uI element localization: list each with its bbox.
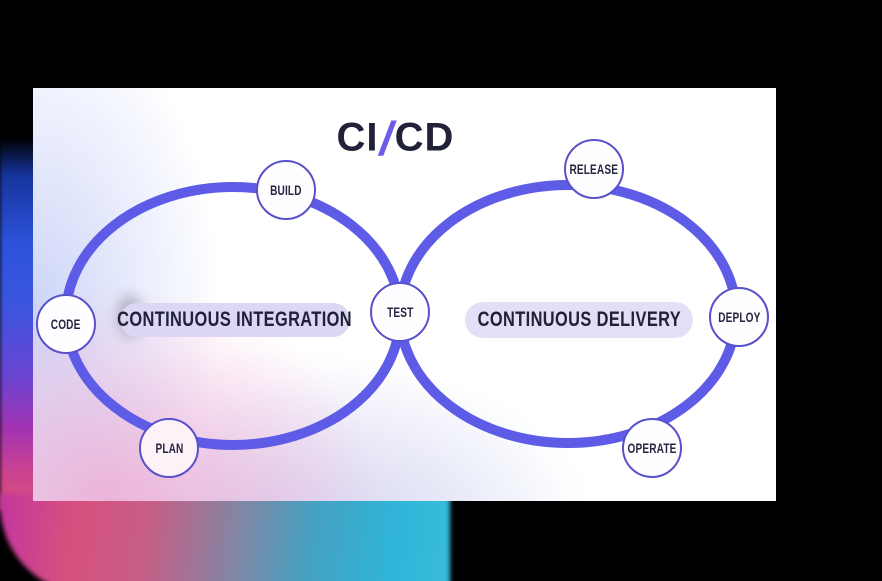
- node-test: TEST: [370, 282, 430, 342]
- node-test-label: TEST: [386, 304, 414, 320]
- node-code: CODE: [36, 294, 96, 354]
- pill-continuous-integration: CONTINUOUS INTEGRATION: [117, 303, 353, 337]
- node-plan: PLAN: [139, 418, 199, 478]
- title-slash: /: [379, 113, 394, 166]
- node-deploy-label: DEPLOY: [717, 309, 761, 325]
- pill-continuous-delivery: CONTINUOUS DELIVERY: [465, 302, 693, 338]
- continuous-delivery-label: CONTINUOUS DELIVERY: [477, 308, 681, 331]
- diagram-card: CI/CD CONTINUOUS INTEGRATION CONTINUOUS …: [33, 88, 776, 501]
- node-plan-label: PLAN: [154, 440, 184, 456]
- title-ci: CI: [336, 115, 379, 160]
- cicd-title: CI/CD: [24, 116, 767, 163]
- continuous-integration-label: CONTINUOUS INTEGRATION: [117, 308, 353, 331]
- node-deploy: DEPLOY: [709, 287, 769, 347]
- node-build-label: BUILD: [270, 182, 302, 198]
- title-cd: CD: [394, 115, 455, 160]
- node-code-label: CODE: [51, 316, 81, 332]
- node-build: BUILD: [256, 160, 316, 220]
- node-release-label: RELEASE: [569, 161, 619, 177]
- node-release: RELEASE: [564, 139, 624, 199]
- node-operate: OPERATE: [622, 418, 682, 478]
- gradient-blob-bottom: [0, 494, 450, 581]
- node-operate-label: OPERATE: [627, 440, 677, 456]
